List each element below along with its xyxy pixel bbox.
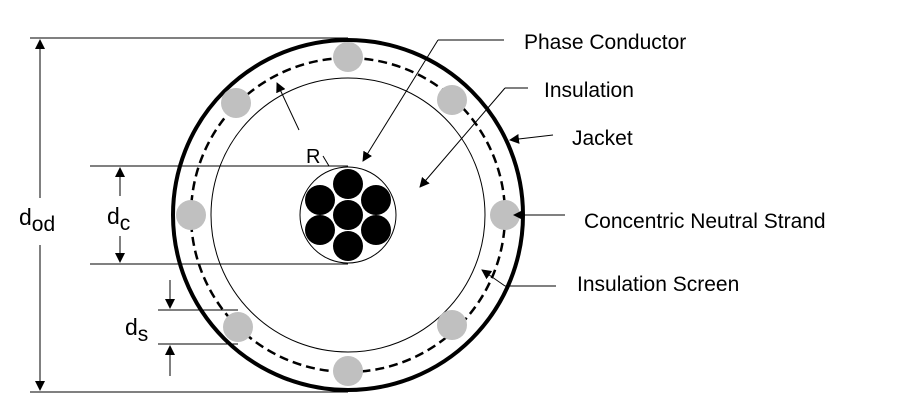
radius-arrow [276,82,300,131]
conductor-strand [333,200,363,230]
od-dimension-label: dod [19,204,55,236]
insulation-screen-label: Insulation Screen [577,273,739,296]
od-main: d [19,204,32,230]
insulation-circle [210,77,486,353]
conductor-strand [333,169,363,199]
neutral-strand [333,42,363,72]
neutral-strand [176,200,206,230]
phase-conductor-strands [305,169,391,261]
insulation-arrow [419,87,506,188]
neutral-strand [437,85,467,115]
radius-leader [322,155,330,167]
neutral-strand [437,310,467,340]
phase-conductor-label: Phase Conductor [524,31,686,54]
conductor-strand [361,215,391,245]
s-sub: s [138,323,149,346]
phase-conductor-arrow [362,39,439,162]
insulation-label: Insulation [544,79,634,102]
conductor-strand [361,185,391,215]
c-main: d [107,203,120,229]
conductor-strand [305,215,335,245]
conductor-boundary-circle [299,166,397,264]
neutral-strand [221,88,251,118]
neutral-strand [490,200,520,230]
c-dimension-label: dc [107,203,130,235]
jacket-label: Jacket [572,127,633,150]
s-dimension-label: ds [125,314,148,346]
neutral-strand [223,312,253,342]
conductor-strand [305,185,335,215]
c-sub: c [120,212,131,235]
neutral-strands [176,42,520,386]
s-main: d [125,314,138,340]
insulation-screen-arrow [481,269,506,287]
od-sub: od [32,213,55,236]
neutral-strand [333,356,363,386]
radius-label: R [306,146,320,168]
conductor-strand [333,231,363,261]
concentric-neutral-strand-label: Concentric Neutral Strand [584,210,826,233]
jacket-arrow [509,133,554,144]
